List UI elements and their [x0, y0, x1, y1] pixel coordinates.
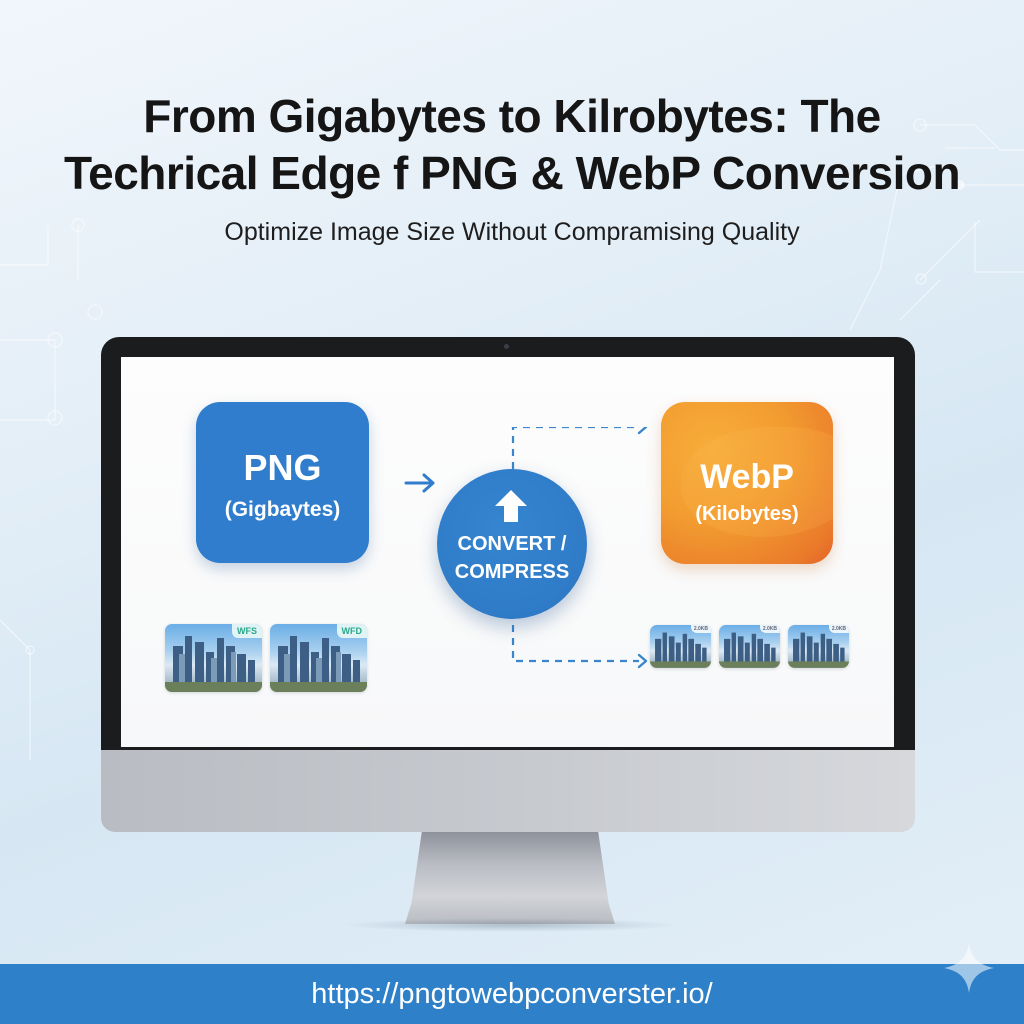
page-title: From Gigabytes to Kilrobytes: The Techri…	[0, 88, 1024, 202]
source-thumbnail[interactable]: WFD	[270, 624, 367, 692]
thumbnail-badge: 2.0KB	[690, 625, 711, 633]
arrow-right-icon	[404, 473, 435, 493]
dashed-flow-arrow-icon	[511, 427, 648, 669]
monitor-chin	[101, 750, 915, 832]
decorative-blob	[681, 427, 833, 537]
up-arrow-icon	[495, 490, 527, 522]
convert-compress-button[interactable]: CONVERT / COMPRESS	[437, 469, 587, 619]
thumbnail-badge: 2.0KB	[759, 625, 780, 633]
thumbnail-badge: WFD	[336, 624, 367, 638]
png-format-card: PNG (Gigbaytes)	[196, 402, 369, 563]
subtitle: Optimize Image Size Without Compramising…	[224, 218, 800, 246]
source-thumbnail[interactable]: WFS	[165, 624, 262, 692]
monitor-stand	[405, 832, 615, 924]
title-line-2: Techrical Edge f PNG & WebP Conversion	[63, 147, 961, 199]
target-thumbnail[interactable]: 2.0KB	[719, 625, 780, 668]
webp-format-card: WebP (Kilobytes)	[661, 402, 833, 564]
webp-size-label: (Kilobytes)	[695, 503, 799, 525]
webcam-icon	[504, 344, 509, 349]
png-format-label: PNG	[243, 447, 322, 488]
city-skyline-image	[788, 632, 849, 668]
monitor-bezel: PNG (Gigbaytes) CONVERT / COMPRESS	[101, 337, 915, 750]
thumbnail-badge: WFS	[232, 624, 262, 638]
webp-format-label: WebP	[700, 458, 794, 496]
convert-label: CONVERT /	[457, 533, 567, 555]
city-skyline-image	[650, 632, 711, 668]
stand-shadow	[340, 918, 680, 932]
city-skyline-image	[270, 636, 367, 692]
footer-bar: https://pngtowebpconverster.io/	[0, 964, 1024, 1024]
png-size-label: (Gigbaytes)	[224, 498, 341, 521]
target-thumbnails: 2.0KB 2.0KB 2.0KB	[650, 625, 849, 668]
city-skyline-image	[165, 636, 262, 692]
target-thumbnail[interactable]: 2.0KB	[788, 625, 849, 668]
source-thumbnails: WFS WFD	[165, 624, 367, 692]
monitor-screen: PNG (Gigbaytes) CONVERT / COMPRESS	[121, 357, 894, 747]
thumbnail-badge: 2.0KB	[828, 625, 849, 633]
website-url-link[interactable]: https://pngtowebpconverster.io/	[311, 978, 713, 1010]
target-thumbnail[interactable]: 2.0KB	[650, 625, 711, 668]
sparkle-icon	[944, 943, 994, 993]
title-line-1: From Gigabytes to Kilrobytes: The	[143, 90, 881, 142]
city-skyline-image	[719, 632, 780, 668]
compress-label: COMPRESS	[454, 561, 570, 583]
